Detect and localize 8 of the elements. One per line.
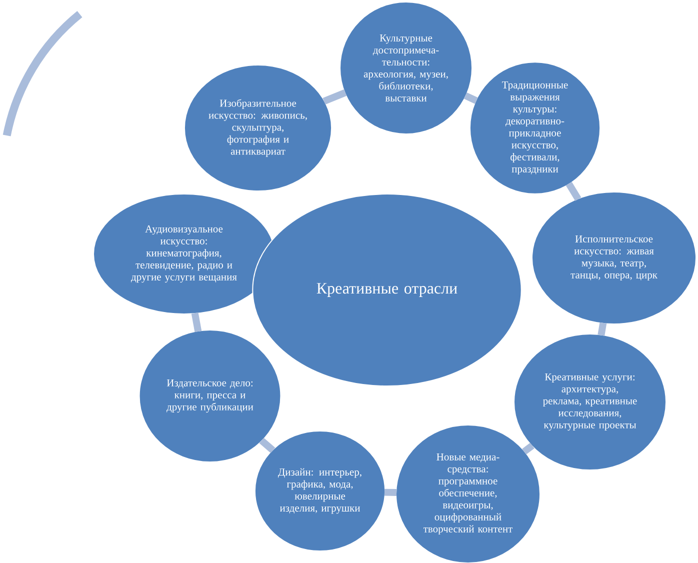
connector-bar <box>522 442 534 454</box>
connector-bar <box>384 488 397 496</box>
connector-bar <box>191 312 202 332</box>
connector-bar <box>464 92 478 104</box>
connector-bar <box>259 438 276 453</box>
connector-bar <box>322 89 347 104</box>
connector-bar <box>598 322 607 336</box>
connector-bar <box>566 182 582 201</box>
